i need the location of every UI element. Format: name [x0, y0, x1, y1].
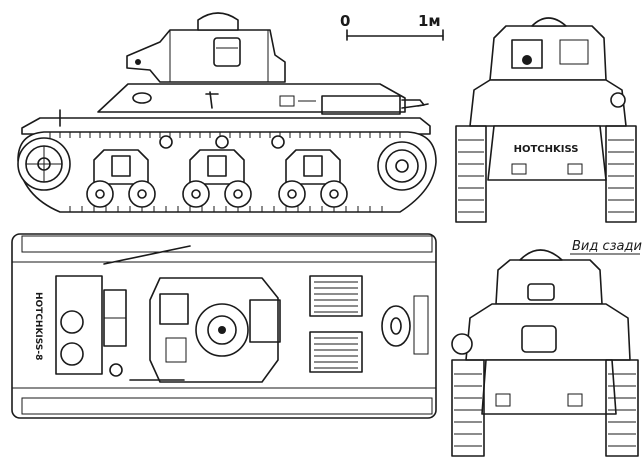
side-view-toolbox: [321, 95, 401, 115]
side-view-turret-hatch: [213, 37, 241, 67]
top-view-tool-rod: [103, 245, 191, 265]
top-view: HOTCHKISS-8: [11, 233, 437, 419]
top-view-spare-wheel: [381, 305, 411, 347]
side-view-cupola: [197, 12, 239, 31]
rear-view-engine-hatch: [521, 325, 557, 353]
top-view-driver-hatch: [249, 299, 281, 343]
rear-view-track-left: [451, 359, 485, 457]
side-view-suspension-bogie: [278, 149, 348, 208]
top-view-track-lower: [21, 397, 433, 415]
side-view-upper-hull: [97, 83, 406, 113]
scale-bar-start-label: 0: [340, 12, 350, 30]
side-view-fender: [21, 117, 431, 135]
side-view-suspension-bogie: [86, 149, 156, 208]
front-view-turret: [489, 25, 607, 81]
rear-view-track-right: [605, 359, 639, 457]
side-view-idler-wheel: [377, 141, 427, 191]
rear-view-spare-wheel: [451, 333, 473, 355]
top-view-filler-cap: [60, 310, 84, 334]
rear-view-caption: Вид сзади: [572, 239, 642, 254]
scale-bar: 0 1м: [340, 12, 444, 41]
scale-bar-end-label: 1м: [418, 12, 441, 30]
side-view-suspension-bogie: [182, 149, 252, 208]
top-view-grille: [309, 331, 363, 373]
top-view-grille: [309, 275, 363, 317]
front-view-cupola: [531, 17, 567, 27]
side-view-return-roller: [271, 135, 285, 149]
rear-view-turret: [495, 259, 603, 305]
front-view-gun-mantlet: [511, 39, 543, 69]
top-view-hull-lettering: HOTCHKISS-8: [33, 292, 43, 360]
top-view-cupola: [195, 303, 249, 357]
top-view-turret: [149, 277, 279, 383]
front-view-track-left: [455, 125, 487, 223]
front-view-upper-hull: [469, 79, 627, 127]
front-view-headlight: [610, 92, 626, 108]
top-view-engine-deck: [55, 275, 103, 375]
rear-view: Вид сзади: [451, 239, 642, 457]
top-view-track-upper: [21, 235, 433, 253]
rear-view-cupola: [519, 249, 563, 261]
side-view: [17, 12, 437, 213]
side-view-return-roller: [159, 135, 173, 149]
front-view: HOTCHKISS: [455, 17, 637, 223]
side-view-turret: [126, 12, 286, 83]
side-view-track-links: [49, 132, 401, 212]
front-view-plate-text: HOTCHKISS: [514, 144, 579, 155]
side-view-drive-sprocket: [17, 137, 71, 191]
front-view-track-right: [605, 125, 637, 223]
side-view-return-roller: [215, 135, 229, 149]
top-view-filler-cap: [60, 342, 84, 366]
